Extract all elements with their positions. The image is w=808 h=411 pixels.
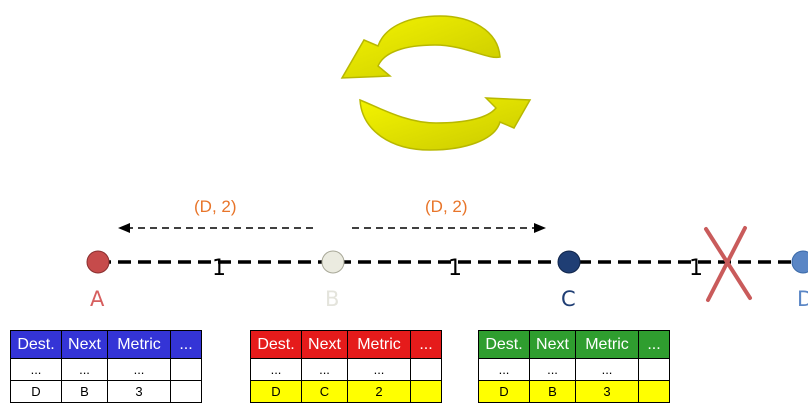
table-header-row: Dest. Next Metric ... (478, 330, 670, 359)
table-cell: D (478, 380, 530, 403)
table-cell (170, 358, 202, 381)
table-cell: ... (250, 358, 302, 381)
table-header-cell: Next (529, 330, 576, 359)
table-header-cell: Dest. (478, 330, 530, 359)
table-cell (410, 380, 442, 403)
table-cell (170, 380, 202, 403)
table-header-cell: Metric (347, 330, 411, 359)
link-cost-bc: 1 (448, 256, 462, 281)
node-c (557, 250, 581, 274)
update-label-right: (D, 2) (425, 197, 468, 216)
table-header-cell: Next (61, 330, 108, 359)
table-row-destination-d: D B 3 (10, 380, 202, 403)
table-header-cell: Dest. (250, 330, 302, 359)
table-header-cell: Metric (575, 330, 639, 359)
table-cell (410, 358, 442, 381)
link-cost-ab: 1 (212, 256, 226, 281)
update-arrow-right (352, 223, 546, 233)
table-cell: 2 (347, 380, 411, 403)
table-cell: 3 (575, 380, 639, 403)
table-row: ... ... ... (10, 358, 202, 381)
table-cell: ... (301, 358, 348, 381)
node-label-d: D (797, 287, 808, 311)
routing-table-b: Dest. Next Metric ... ... ... ... D C 2 (250, 330, 442, 403)
table-header-row: Dest. Next Metric ... (10, 330, 202, 359)
node-label-b: B (325, 287, 340, 311)
node-d (791, 250, 808, 274)
table-header-cell: ... (170, 330, 202, 359)
table-row-destination-d: D C 2 (250, 380, 442, 403)
table-cell: C (301, 380, 348, 403)
update-label-left: (D, 2) (194, 197, 237, 216)
table-row-destination-d: D B 3 (478, 380, 670, 403)
node-a (86, 250, 110, 274)
table-header-row: Dest. Next Metric ... (250, 330, 442, 359)
table-cell: ... (529, 358, 576, 381)
table-header-cell: Dest. (10, 330, 62, 359)
table-cell: B (529, 380, 576, 403)
table-cell: ... (61, 358, 108, 381)
table-cell (638, 380, 670, 403)
table-cell: ... (10, 358, 62, 381)
node-label-a: A (90, 287, 105, 311)
table-cell: B (61, 380, 108, 403)
update-arrow-left (118, 223, 316, 233)
table-cell: ... (347, 358, 411, 381)
node-b (321, 250, 345, 274)
table-row: ... ... ... (478, 358, 670, 381)
table-header-cell: ... (410, 330, 442, 359)
table-cell: D (250, 380, 302, 403)
table-cell: ... (575, 358, 639, 381)
routing-table-a: Dest. Next Metric ... ... ... ... D B 3 (10, 330, 202, 403)
cycle-arrows-icon (340, 15, 532, 151)
table-cell (638, 358, 670, 381)
link-cost-cd: 1 (689, 256, 703, 281)
table-header-cell: ... (638, 330, 670, 359)
x-mark-icon (704, 226, 752, 302)
table-cell: ... (478, 358, 530, 381)
node-label-c: C (561, 287, 576, 311)
table-cell: D (10, 380, 62, 403)
table-row: ... ... ... (250, 358, 442, 381)
table-header-cell: Next (301, 330, 348, 359)
table-cell: ... (107, 358, 171, 381)
table-cell: 3 (107, 380, 171, 403)
table-header-cell: Metric (107, 330, 171, 359)
routing-table-c: Dest. Next Metric ... ... ... ... D B 3 (478, 330, 670, 403)
